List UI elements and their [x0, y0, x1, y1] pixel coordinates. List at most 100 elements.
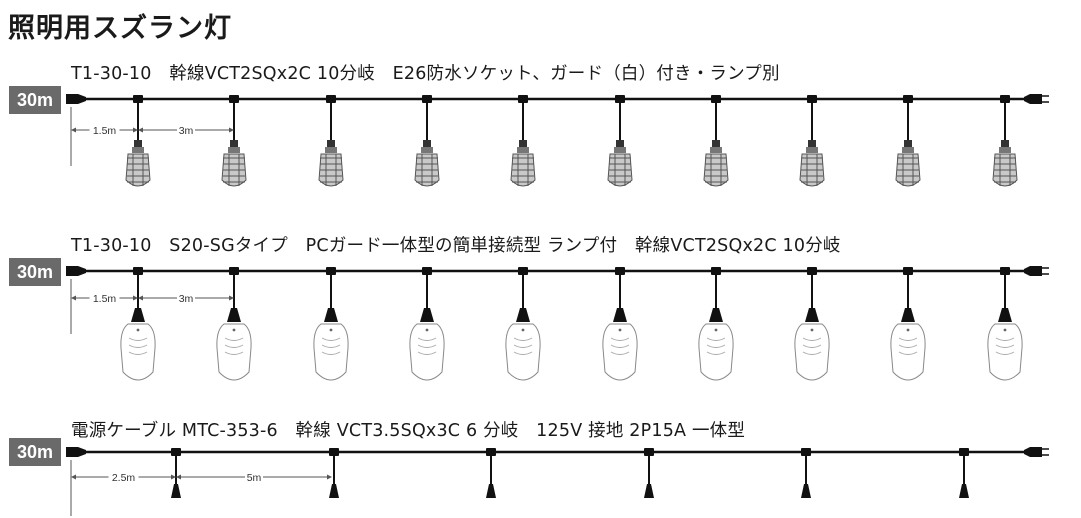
dimension-label-spacing: 5m	[247, 472, 262, 484]
bulb-coil	[898, 351, 918, 355]
bulb-coil	[802, 351, 822, 355]
outlet-plug	[486, 484, 496, 498]
bulb-coil	[995, 344, 1015, 348]
socket	[904, 140, 912, 148]
bulb-mark	[906, 328, 910, 332]
bulb-coil	[224, 351, 244, 355]
outlet-plug	[644, 484, 654, 498]
bulb-coil	[610, 351, 630, 355]
dimension-arrow	[327, 474, 332, 480]
socket	[134, 140, 142, 148]
pc-guard-bulb	[216, 323, 252, 381]
bulb-coil	[706, 351, 726, 355]
dimension-label-first: 1.5m	[93, 125, 117, 137]
dimension-label-bg	[89, 124, 120, 136]
socket	[805, 308, 819, 322]
dimension-label-spacing: 3m	[179, 125, 194, 137]
dimension-arrow	[71, 474, 76, 480]
socket	[131, 308, 145, 322]
socket	[613, 308, 627, 322]
dimension-arrow	[71, 127, 76, 133]
socket	[709, 308, 723, 322]
left-plug	[66, 94, 78, 104]
right-connector	[1024, 266, 1042, 276]
socket	[998, 308, 1012, 322]
bulb-coil	[224, 337, 244, 341]
socket	[808, 140, 816, 148]
bulb-mark	[1003, 328, 1007, 332]
bulb-coil	[706, 337, 726, 341]
section-1-length-badge: 30m	[9, 86, 61, 114]
section-2-length-badge: 30m	[9, 258, 61, 286]
bulb-coil	[802, 344, 822, 348]
bulb-coil	[610, 337, 630, 341]
socket	[420, 308, 434, 322]
socket-collar	[710, 147, 722, 153]
dimension-label-first: 1.5m	[93, 293, 117, 305]
bulb-mark	[425, 328, 429, 332]
bulb-coil	[898, 337, 918, 341]
dimension-arrow	[229, 295, 234, 301]
socket	[901, 308, 915, 322]
left-plug-taper	[78, 266, 86, 276]
bulb-coil	[417, 344, 437, 348]
dimension-arrow	[171, 474, 176, 480]
dimension-arrow	[71, 295, 76, 301]
bulb-coil	[706, 344, 726, 348]
bulb-coil	[802, 337, 822, 341]
socket-collar	[999, 147, 1011, 153]
right-connector	[1024, 447, 1042, 457]
pc-guard-bulb	[890, 323, 926, 381]
dimension-arrow	[138, 127, 143, 133]
bulb-coil	[321, 344, 341, 348]
dimension-label-bg	[245, 471, 263, 483]
dimension-arrow	[229, 127, 234, 133]
left-plug	[66, 266, 78, 276]
dimension-label-bg	[177, 292, 195, 304]
bulb-coil	[321, 351, 341, 355]
dimension-arrow	[138, 295, 143, 301]
left-plug	[66, 447, 78, 457]
bulb-mark	[810, 328, 814, 332]
right-connector	[1024, 94, 1042, 104]
socket	[227, 308, 241, 322]
socket	[327, 140, 335, 148]
socket	[1001, 140, 1009, 148]
bulb-coil	[610, 344, 630, 348]
socket	[423, 140, 431, 148]
bulb-coil	[513, 337, 533, 341]
pc-guard-bulb	[409, 323, 445, 381]
bulb-coil	[321, 337, 341, 341]
pc-guard-bulb	[794, 323, 830, 381]
dimension-arrow	[133, 295, 138, 301]
socket-collar	[132, 147, 144, 153]
socket-collar	[517, 147, 529, 153]
dimension-label-bg	[108, 471, 139, 483]
section-1-heading: T1-30-10 幹線VCT2SQx2C 10分岐 E26防水ソケット、ガード（…	[71, 64, 780, 84]
socket-collar	[325, 147, 337, 153]
bulb-coil	[128, 351, 148, 355]
page-title: 照明用スズラン灯	[8, 13, 232, 44]
left-plug-taper	[78, 447, 86, 457]
pc-guard-bulb	[313, 323, 349, 381]
pc-guard-bulb	[505, 323, 541, 381]
bulb-coil	[513, 351, 533, 355]
socket	[519, 140, 527, 148]
section-2-heading: T1-30-10 S20-SGタイプ PCガード一体型の簡単接続型 ランプ付 幹…	[71, 236, 841, 256]
pc-guard-bulb	[987, 323, 1023, 381]
bulb-mark	[329, 328, 333, 332]
section-1-diagram: 1.5m 3m	[66, 94, 1049, 187]
bulb-coil	[513, 344, 533, 348]
pc-guard-bulb	[120, 323, 156, 381]
socket-collar	[806, 147, 818, 153]
bulb-mark	[714, 328, 718, 332]
dimension-arrow	[133, 127, 138, 133]
socket-collar	[228, 147, 240, 153]
bulb-mark	[136, 328, 140, 332]
bulb-mark	[232, 328, 236, 332]
socket-collar	[614, 147, 626, 153]
socket-collar	[421, 147, 433, 153]
socket	[230, 140, 238, 148]
